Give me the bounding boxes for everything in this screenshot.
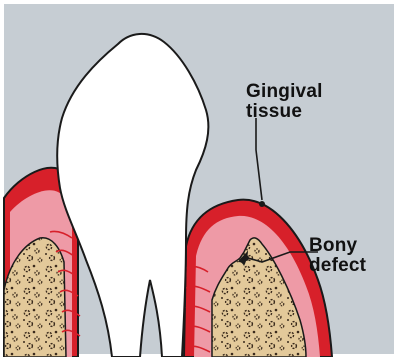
bony-defect-label: Bony defect <box>309 236 366 276</box>
bony-defect-leader-dot <box>243 255 249 261</box>
gingival-tissue-label: Gingival tissue <box>246 82 323 122</box>
gingival-tissue-leader-dot <box>259 201 265 207</box>
